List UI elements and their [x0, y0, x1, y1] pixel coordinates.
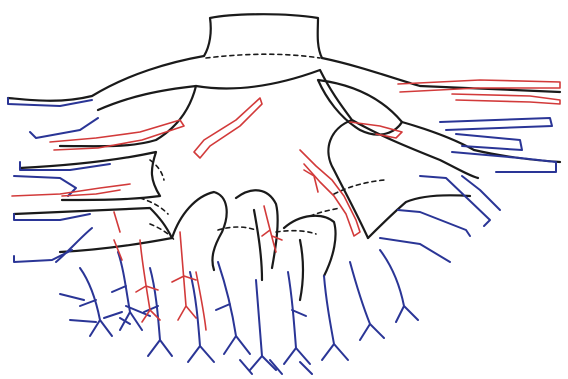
center-body	[196, 70, 478, 238]
left-arm-middle	[20, 152, 160, 200]
blue-vessel-23	[350, 262, 384, 340]
dashed-right-2	[310, 208, 340, 216]
blue-vessel-24	[380, 250, 418, 322]
blue-vessel-25	[60, 294, 122, 322]
red-vessel-6	[194, 98, 262, 158]
blue-vessel-14	[380, 238, 450, 262]
blue-vessels	[8, 98, 556, 374]
trunk-right-outline	[322, 58, 560, 92]
left-arm-lower	[14, 208, 172, 252]
trunk-left-outline	[8, 14, 322, 101]
blue-vessel-7	[56, 228, 92, 262]
red-vessel-10	[172, 232, 196, 320]
blue-vessel-12	[420, 176, 490, 226]
red-vessel-2	[452, 94, 560, 104]
left-arm-upper	[60, 86, 196, 146]
blue-vessel-5	[14, 214, 90, 220]
red-vessels	[12, 80, 560, 330]
blue-vessel-11	[462, 176, 500, 210]
red-vessel-14	[304, 170, 318, 192]
dashed-center-2	[276, 231, 316, 234]
central-trunk	[8, 14, 560, 300]
blue-vessel-27	[240, 360, 312, 374]
lower-root-left	[172, 192, 227, 270]
blue-vessel-9	[456, 134, 522, 150]
blue-vessel-21	[284, 272, 310, 364]
dashed-junctions	[140, 54, 384, 242]
blue-vessel-8	[440, 118, 552, 130]
blue-vessel-18	[188, 272, 214, 362]
blue-vessel-2	[30, 118, 98, 138]
blue-vessel-19	[216, 262, 250, 354]
blue-vessel-15	[80, 268, 112, 336]
blue-vessel-22	[322, 276, 348, 360]
lower-root-right	[284, 216, 336, 300]
blue-vessel-20	[250, 280, 276, 370]
blue-vessel-13	[398, 210, 470, 236]
right-root	[368, 195, 470, 238]
red-vessel-12	[262, 206, 282, 252]
dashed-top	[206, 54, 320, 58]
